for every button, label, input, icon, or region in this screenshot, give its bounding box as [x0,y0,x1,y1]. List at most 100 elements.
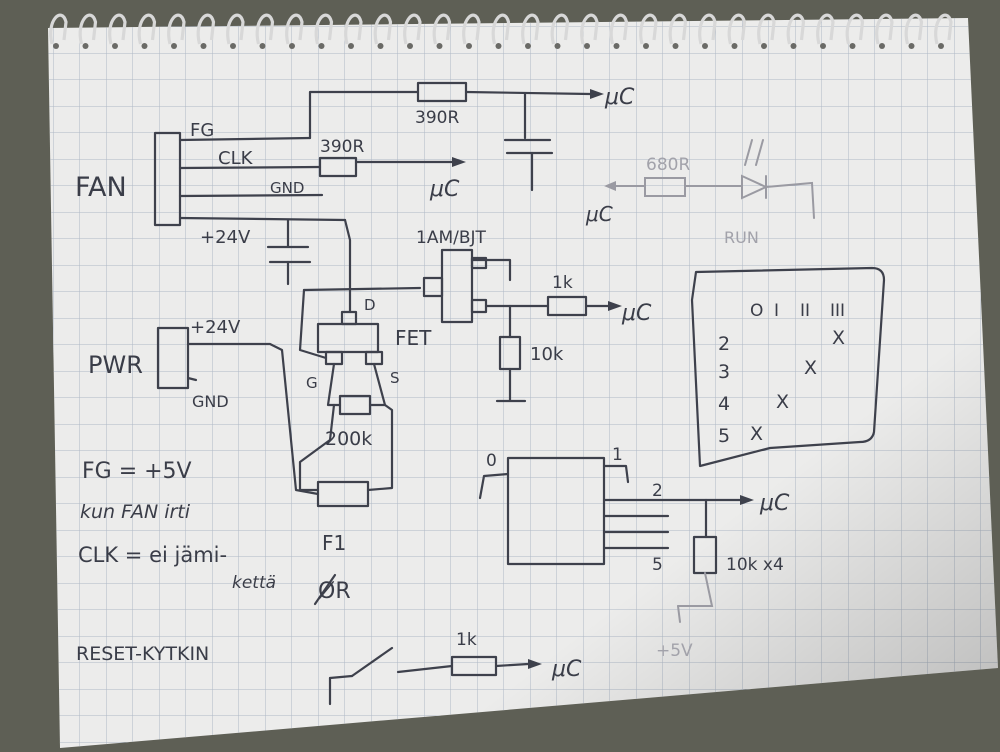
spiral-ring [432,13,452,45]
spiral-ring [609,13,629,45]
schematic-drawing: FAN FG CLK GND +24V 390R μC 390R μC [75,81,886,706]
fan-pin-clk: CLK [218,148,254,169]
fet-transistor [298,218,394,492]
reset-label: RESET-KYTKIN [76,643,209,665]
spiral-hole [849,43,856,49]
spiral-ring [462,13,481,45]
spiral-ring [49,13,68,45]
res-base-label: 1k [552,273,573,293]
fan-pin-fg: FG [190,120,214,141]
spiral-hole [820,43,826,49]
run-led [604,139,815,219]
led-run-label: RUN [724,228,759,247]
rotary-pin-1: 1 [612,445,623,465]
uc-led-label: μC [585,202,613,226]
note-clk-cont: kettä [232,573,276,593]
spiral-ring [698,13,717,45]
spiral-ring [934,13,953,45]
fet-source-label: S [390,369,400,387]
res-led-label: 680R [646,155,690,175]
res-gate-label: 200k [325,428,372,450]
fuse-value: ØR [318,579,351,604]
spiral-hole [318,43,325,49]
spiral-hole [436,43,443,49]
pwr-gnd-label: GND [192,392,229,411]
uc-fg-label: μC [604,85,635,110]
spiral-hole [407,43,413,49]
fet-label: FET [395,326,432,350]
spiral-ring [403,13,422,45]
spiral-ring [757,13,776,45]
spiral-hole [761,43,767,49]
table-mark-2: X [832,327,845,349]
spiral-ring [373,13,393,45]
note-clk: CLK = ei jämi- [78,543,227,567]
note-fan-disconnected: kun FAN irti [80,501,191,523]
res-pulldown-label: 10k [530,344,564,365]
spiral-hole [289,43,295,49]
table-row-2: 2 [718,333,730,355]
spiral-ring [875,13,894,45]
spiral-ring [344,13,363,45]
table-mark-4: X [776,391,789,413]
res-clk-label: 390R [320,137,364,157]
uc-rotary-label: μC [759,491,790,516]
spiral-hole [879,43,885,49]
spiral-hole [702,43,708,49]
res-pullups-label: 10k x4 [726,555,784,575]
bjt-label: 1AM/BJT [416,228,487,248]
spiral-ring [78,13,98,45]
spiral-hole [112,43,118,49]
spiral-ring [196,13,216,45]
spiral-ring [521,13,540,45]
fan-pin-24v: +24V [200,227,251,248]
pwr-label: PWR [88,351,143,379]
rotary-pin-zero: 0 [486,451,497,471]
table-row-3: 3 [718,361,730,383]
uc-clk-label: μC [429,177,460,202]
spiral-hole [141,43,148,49]
clk-wire [318,156,466,178]
fan-connector [153,131,347,227]
spiral-ring [255,13,275,45]
table-mark-3: X [804,357,817,379]
table-header-3: III [830,301,845,321]
bjt-transistor [302,248,622,403]
spiral-hole [53,43,59,49]
spiral-ring [904,13,924,45]
switch-table [690,266,886,468]
res-reset-label: 1k [456,630,477,650]
notebook-page [48,18,998,748]
uc-bjt-label: μC [621,301,652,326]
spiral-ring [226,13,245,45]
spiral-ring [491,13,511,45]
spiral-hole [200,43,207,49]
table-header-2: II [800,301,810,321]
spiral-ring [314,13,334,45]
spiral-ring [639,13,658,45]
res-fg-label: 390R [415,108,459,128]
spiral-hole [672,43,679,49]
spiral-ring [668,13,688,45]
note-fg: FG = +5V [82,459,192,484]
fan-pin-gnd: GND [270,179,304,197]
spiral-hole [613,43,620,49]
uc-reset-label: μC [551,657,582,682]
supply-capacitor [266,218,312,286]
spiral-hole [82,43,89,49]
spiral-ring [108,13,127,45]
fet-gate-label: G [306,374,318,392]
fuse-label: F1 [322,531,346,555]
table-row-5: 5 [718,425,730,447]
spiral-hole [584,43,590,49]
spiral-hole [643,43,649,49]
spiral-hole [525,43,531,49]
spiral-ring [167,13,186,45]
table-mark-5: X [750,423,763,445]
table-header-0: O [750,301,763,321]
spiral-hole [259,43,266,49]
spiral-hole [554,43,561,49]
table-row-4: 4 [718,393,730,415]
spiral-ring [727,13,747,45]
